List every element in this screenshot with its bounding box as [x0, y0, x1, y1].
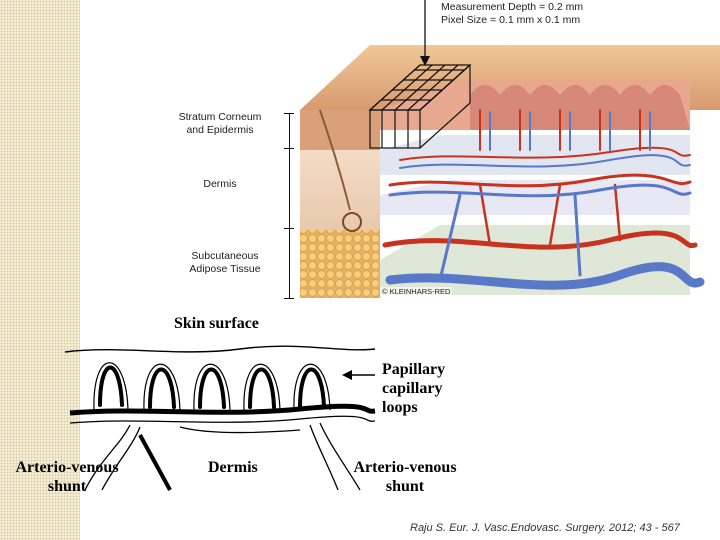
citation: Raju S. Eur. J. Vasc.Endovasc. Surgery. …: [410, 522, 680, 534]
label-stratum-corneum: Stratum Corneum and Epidermis: [170, 111, 270, 137]
sweat-gland: [342, 212, 362, 232]
label-line: loops: [382, 399, 418, 416]
veins: [385, 111, 705, 290]
subpapillary-plexus-thin: [69, 415, 376, 424]
deep-vessel-mid: [179, 426, 301, 434]
label-skin-surface: Skin surface: [174, 315, 259, 332]
deep-vessel-left-2: [101, 426, 141, 491]
measurement-arrowhead: [420, 56, 430, 66]
measurement-annotation: Measurement Depth = 0.2 mm Pixel Size = …: [441, 1, 583, 27]
label-line: Stratum Corneum: [178, 111, 262, 123]
label-av-shunt-right: Arterio-venous shunt: [346, 458, 464, 496]
epidermis-face: [300, 110, 380, 150]
shunt-vessel: [138, 434, 172, 491]
label-line: Arterio-venous: [15, 459, 119, 476]
papillae-waves: [470, 85, 690, 130]
scale-tick: [284, 113, 294, 114]
copyright-text: © KLEINHARS-RED: [380, 287, 453, 296]
skin-cross-section-illustration: [300, 0, 720, 298]
arteries: [382, 109, 698, 250]
skin-surface-line: [64, 345, 376, 353]
deep-vessel-right: [319, 422, 361, 491]
measurement-grid: [368, 64, 472, 149]
scale-tick: [284, 298, 294, 299]
scale-tick: [284, 228, 294, 229]
measurement-depth: Measurement Depth = 0.2 mm: [441, 1, 584, 13]
papillary-arrowhead: [342, 370, 352, 380]
decorative-strip: [0, 0, 80, 540]
label-subcutaneous: Subcutaneous Adipose Tissue: [180, 250, 270, 276]
label-line: shunt: [47, 478, 87, 495]
label-line: Arterio-venous: [353, 459, 457, 476]
subpapillary-plexus-thick: [69, 403, 376, 416]
label-line: and Epidermis: [186, 124, 254, 136]
label-papillary-loops: Papillary capillary loops: [382, 360, 445, 417]
label-line: Subcutaneous: [191, 250, 259, 262]
deep-vessel-right-2: [309, 424, 339, 491]
loop-outlines: [93, 362, 331, 411]
hair-follicle: [319, 109, 351, 211]
label-av-shunt-left: Arterio-venous shunt: [2, 458, 132, 496]
scale-tick: [284, 148, 294, 149]
label-dermis-schematic: Dermis: [208, 459, 258, 476]
pixel-size: Pixel Size = 0.1 mm x 0.1 mm: [441, 14, 581, 26]
label-line: capillary: [382, 380, 443, 397]
adipose-face: [300, 230, 380, 298]
dermis-face: [300, 150, 380, 230]
scale-bar: [289, 113, 290, 299]
deep-vessel-left: [84, 424, 131, 491]
papillary-loops: [98, 365, 326, 409]
capillary-schematic: [64, 345, 376, 491]
label-dermis-top: Dermis: [203, 178, 237, 190]
label-line: shunt: [385, 478, 425, 495]
label-line: Adipose Tissue: [189, 263, 261, 275]
label-line: Papillary: [382, 361, 446, 378]
